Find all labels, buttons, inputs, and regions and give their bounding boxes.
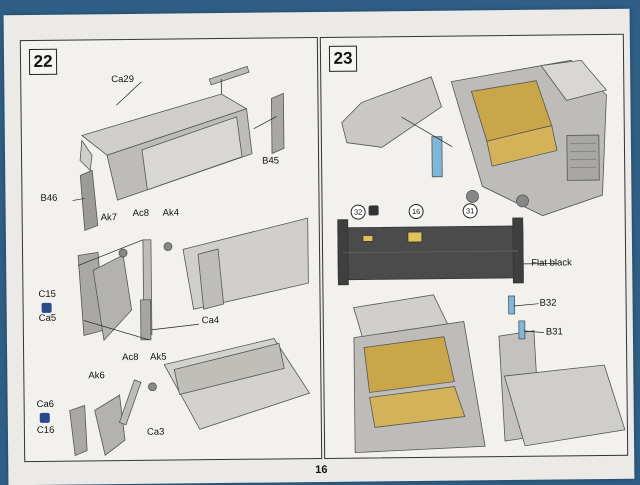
label-b45: B45 — [262, 155, 280, 167]
step-22-panel: 22 — [19, 37, 323, 463]
machine-bottom-assembly — [353, 294, 626, 454]
callout-paint-32: 32 — [350, 204, 366, 220]
arm-bottom-assembly — [69, 338, 311, 457]
instruction-page: 22 — [3, 8, 635, 485]
step-22-drawing — [69, 65, 311, 457]
label-ca6: Ca6 — [36, 398, 55, 410]
label-ac8-bottom: Ac8 — [122, 351, 139, 364]
page-number: 16 — [315, 463, 328, 477]
arm-leader-lines — [78, 239, 199, 341]
bucket-top-assembly — [79, 65, 285, 232]
fix-icon — [39, 412, 50, 423]
label-b46: B46 — [40, 192, 58, 204]
label-flat-black: Flat black — [531, 257, 572, 269]
label-b31: B31 — [545, 326, 563, 338]
label-ak6: Ak6 — [88, 370, 105, 382]
callout-paint-16: 16 — [408, 203, 424, 220]
callout-paint-31: 31 — [462, 203, 478, 219]
label-ak4: Ak4 — [162, 207, 180, 219]
quick-attach-plate — [337, 217, 524, 286]
step-23-panel: 23 — [319, 33, 629, 459]
label-ca29: Ca29 — [111, 73, 135, 86]
label-ca4: Ca4 — [201, 315, 220, 327]
step-23-drawing — [337, 59, 626, 454]
label-b32: B32 — [539, 297, 557, 309]
label-ca3: Ca3 — [146, 426, 165, 438]
label-ak5: Ak5 — [150, 351, 167, 363]
glue-icon — [368, 205, 379, 216]
machine-top-assembly — [341, 59, 608, 217]
label-c15: C15 — [38, 288, 56, 300]
step-22-leader-lines — [72, 79, 277, 201]
label-ak7: Ak7 — [100, 212, 118, 224]
label-ca5: Ca5 — [38, 312, 57, 324]
leader-line — [401, 116, 453, 147]
label-ac8-top: Ac8 — [132, 207, 150, 219]
label-c16: C16 — [36, 424, 55, 436]
arm-middle-assembly — [77, 217, 309, 342]
fix-icon — [41, 302, 52, 313]
bottom-leader-lines — [513, 303, 544, 333]
